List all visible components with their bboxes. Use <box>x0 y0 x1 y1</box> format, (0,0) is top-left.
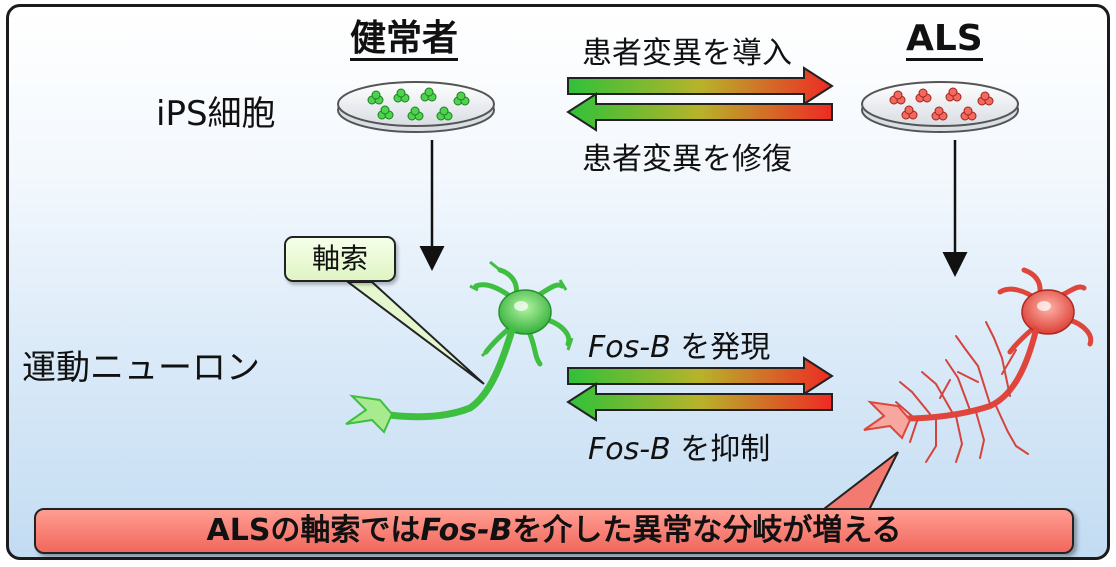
introduce-mutation-arrow <box>567 66 834 106</box>
conclusion-banner-pointer <box>817 451 899 513</box>
axon-callout-pointer <box>345 281 485 385</box>
healthy-ips-dish <box>337 81 495 133</box>
introduce-mutation-label: 患者変異を導入 <box>582 36 792 71</box>
conclusion-gene: Fos-B <box>420 513 513 548</box>
express-fosb-gene: Fos-B <box>588 330 671 365</box>
repair-mutation-arrow <box>566 92 833 132</box>
suppress-fosb-label: Fos-B を抑制 <box>588 424 770 468</box>
express-fosb-suffix: を発現 <box>680 330 771 365</box>
express-fosb-arrow <box>567 356 834 396</box>
als-ips-dish <box>861 81 1019 133</box>
conclusion-banner: ALSの軸索ではFos-Bを介した異常な分岐が増える <box>34 508 1074 554</box>
express-fosb-label: Fos-B を発現 <box>588 322 770 366</box>
conclusion-suffix: を介した異常な分岐が増える <box>512 513 902 548</box>
suppress-fosb-arrow <box>566 382 833 422</box>
ips-cell-label: iPS細胞 <box>156 94 276 134</box>
healthy-motor-neuron <box>345 260 574 434</box>
conclusion-prefix: ALSの軸索では <box>206 513 421 548</box>
als-column-header: ALS <box>906 18 983 61</box>
suppress-fosb-gene: Fos-B <box>588 432 671 467</box>
axon-callout: 軸索 <box>284 236 396 282</box>
healthy-column-header: 健常者 <box>350 18 459 61</box>
suppress-fosb-suffix: を抑制 <box>680 432 771 467</box>
motor-neuron-label: 運動ニューロン <box>22 348 260 388</box>
als-motor-neuron <box>863 267 1094 463</box>
repair-mutation-label: 患者変異を修復 <box>582 142 792 177</box>
